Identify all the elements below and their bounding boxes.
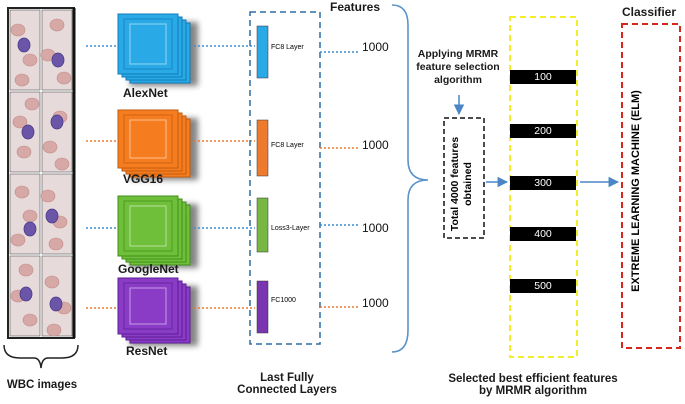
wbc-nucleus — [51, 52, 65, 68]
selected-feature-300: 300 — [510, 176, 576, 190]
cnn-block-alexnet — [117, 13, 179, 75]
wbc-image-tile — [41, 91, 73, 173]
net-name-resnet: ResNet — [126, 344, 168, 358]
wbc-image-tile — [41, 255, 73, 337]
red-blood-cell — [44, 275, 60, 289]
fc-caption-line1: Last Fully — [260, 372, 314, 384]
cnn-bevel-inner — [129, 287, 167, 325]
red-blood-cell — [18, 263, 34, 277]
total-features-text: Total 4000 features obtained — [449, 136, 474, 232]
fc-layer-bar — [256, 25, 269, 79]
red-blood-cell — [46, 323, 62, 337]
count-vgg16: 1000 — [362, 138, 389, 152]
wbc-nucleus — [50, 114, 64, 130]
mrmr-line2: feature selection — [416, 61, 500, 73]
total-features-box — [443, 117, 485, 239]
fc-layer-bar — [256, 197, 269, 253]
red-blood-cell — [56, 71, 72, 85]
red-blood-cell — [10, 23, 26, 37]
red-blood-cell — [40, 189, 56, 203]
mrmr-line1: Applying MRMR — [417, 48, 499, 60]
classifier-label: Classifier — [622, 5, 677, 19]
wbc-nucleus — [23, 221, 37, 237]
cnn-bevel — [123, 200, 173, 252]
selected-feature-400: 400 — [510, 227, 576, 241]
features-brace — [391, 4, 429, 353]
red-blood-cell — [48, 237, 64, 251]
count-alexnet: 1000 — [362, 40, 389, 54]
net-name-vgg16: VGG16 — [123, 172, 164, 186]
selected-feature-200: 200 — [510, 124, 576, 138]
red-blood-cell — [22, 313, 38, 327]
layer-label-alexnet: FC8 Layer — [271, 44, 304, 51]
red-blood-cell — [49, 18, 65, 32]
red-blood-cell — [42, 140, 58, 154]
cnn-block-vgg16 — [117, 109, 179, 169]
fc-layer-bar — [256, 119, 269, 177]
cnn-bevel-inner — [129, 23, 167, 65]
features-label: Features — [330, 0, 381, 14]
fc-caption: Last Fully Connected Layers — [232, 372, 342, 396]
count-resnet: 1000 — [362, 296, 389, 310]
fc-layers-box — [249, 11, 321, 345]
selected-feature-500: 500 — [510, 279, 576, 293]
classifier-box — [621, 23, 681, 349]
red-blood-cell — [54, 157, 70, 171]
cnn-bevel-inner — [129, 119, 167, 159]
cnn-bevel-inner — [129, 205, 167, 247]
cnn-bevel — [123, 18, 173, 70]
wbc-images-label: WBC images — [6, 379, 78, 391]
count-googlenet: 1000 — [362, 221, 389, 235]
fc-layer-bar — [256, 280, 269, 334]
layer-label-googlenet: Loss3-Layer — [271, 225, 310, 232]
selected-caption-line2: by MRMR algorithm — [479, 385, 587, 397]
selected-caption: Selected best efficient features by MRMR… — [438, 373, 628, 397]
cnn-block-googlenet — [117, 195, 179, 257]
cnn-block-resnet — [117, 277, 179, 335]
selected-feature-100: 100 — [510, 70, 576, 84]
wbc-nucleus — [45, 208, 59, 224]
cnn-bevel — [123, 282, 173, 330]
red-blood-cell — [12, 115, 28, 129]
red-blood-cell — [22, 209, 38, 223]
red-blood-cell — [16, 145, 32, 159]
mrmr-text: Applying MRMR feature selection algorith… — [408, 48, 508, 87]
wbc-nucleus — [49, 296, 63, 312]
wbc-nucleus — [19, 286, 33, 302]
red-blood-cell — [22, 53, 38, 67]
classifier-text: EXTREME LEARNING MACHINE (ELM) — [630, 90, 642, 292]
red-blood-cell — [14, 185, 30, 199]
red-blood-cell — [10, 233, 26, 247]
red-blood-cell — [24, 97, 40, 111]
cnn-bevel — [123, 114, 173, 164]
fc-caption-line2: Connected Layers — [237, 384, 337, 396]
net-name-googlenet: GoogleNet — [118, 262, 179, 276]
layer-label-vgg16: FC8 Layer — [271, 142, 304, 149]
net-name-alexnet: AlexNet — [123, 86, 168, 100]
wbc-nucleus — [17, 37, 31, 53]
selected-caption-line1: Selected best efficient features — [448, 373, 618, 385]
layer-label-resnet: FC1000 — [271, 297, 296, 304]
wbc-brace — [3, 344, 79, 369]
wbc-nucleus — [21, 124, 35, 140]
mrmr-line3: algorithm — [434, 74, 482, 86]
red-blood-cell — [14, 73, 30, 87]
